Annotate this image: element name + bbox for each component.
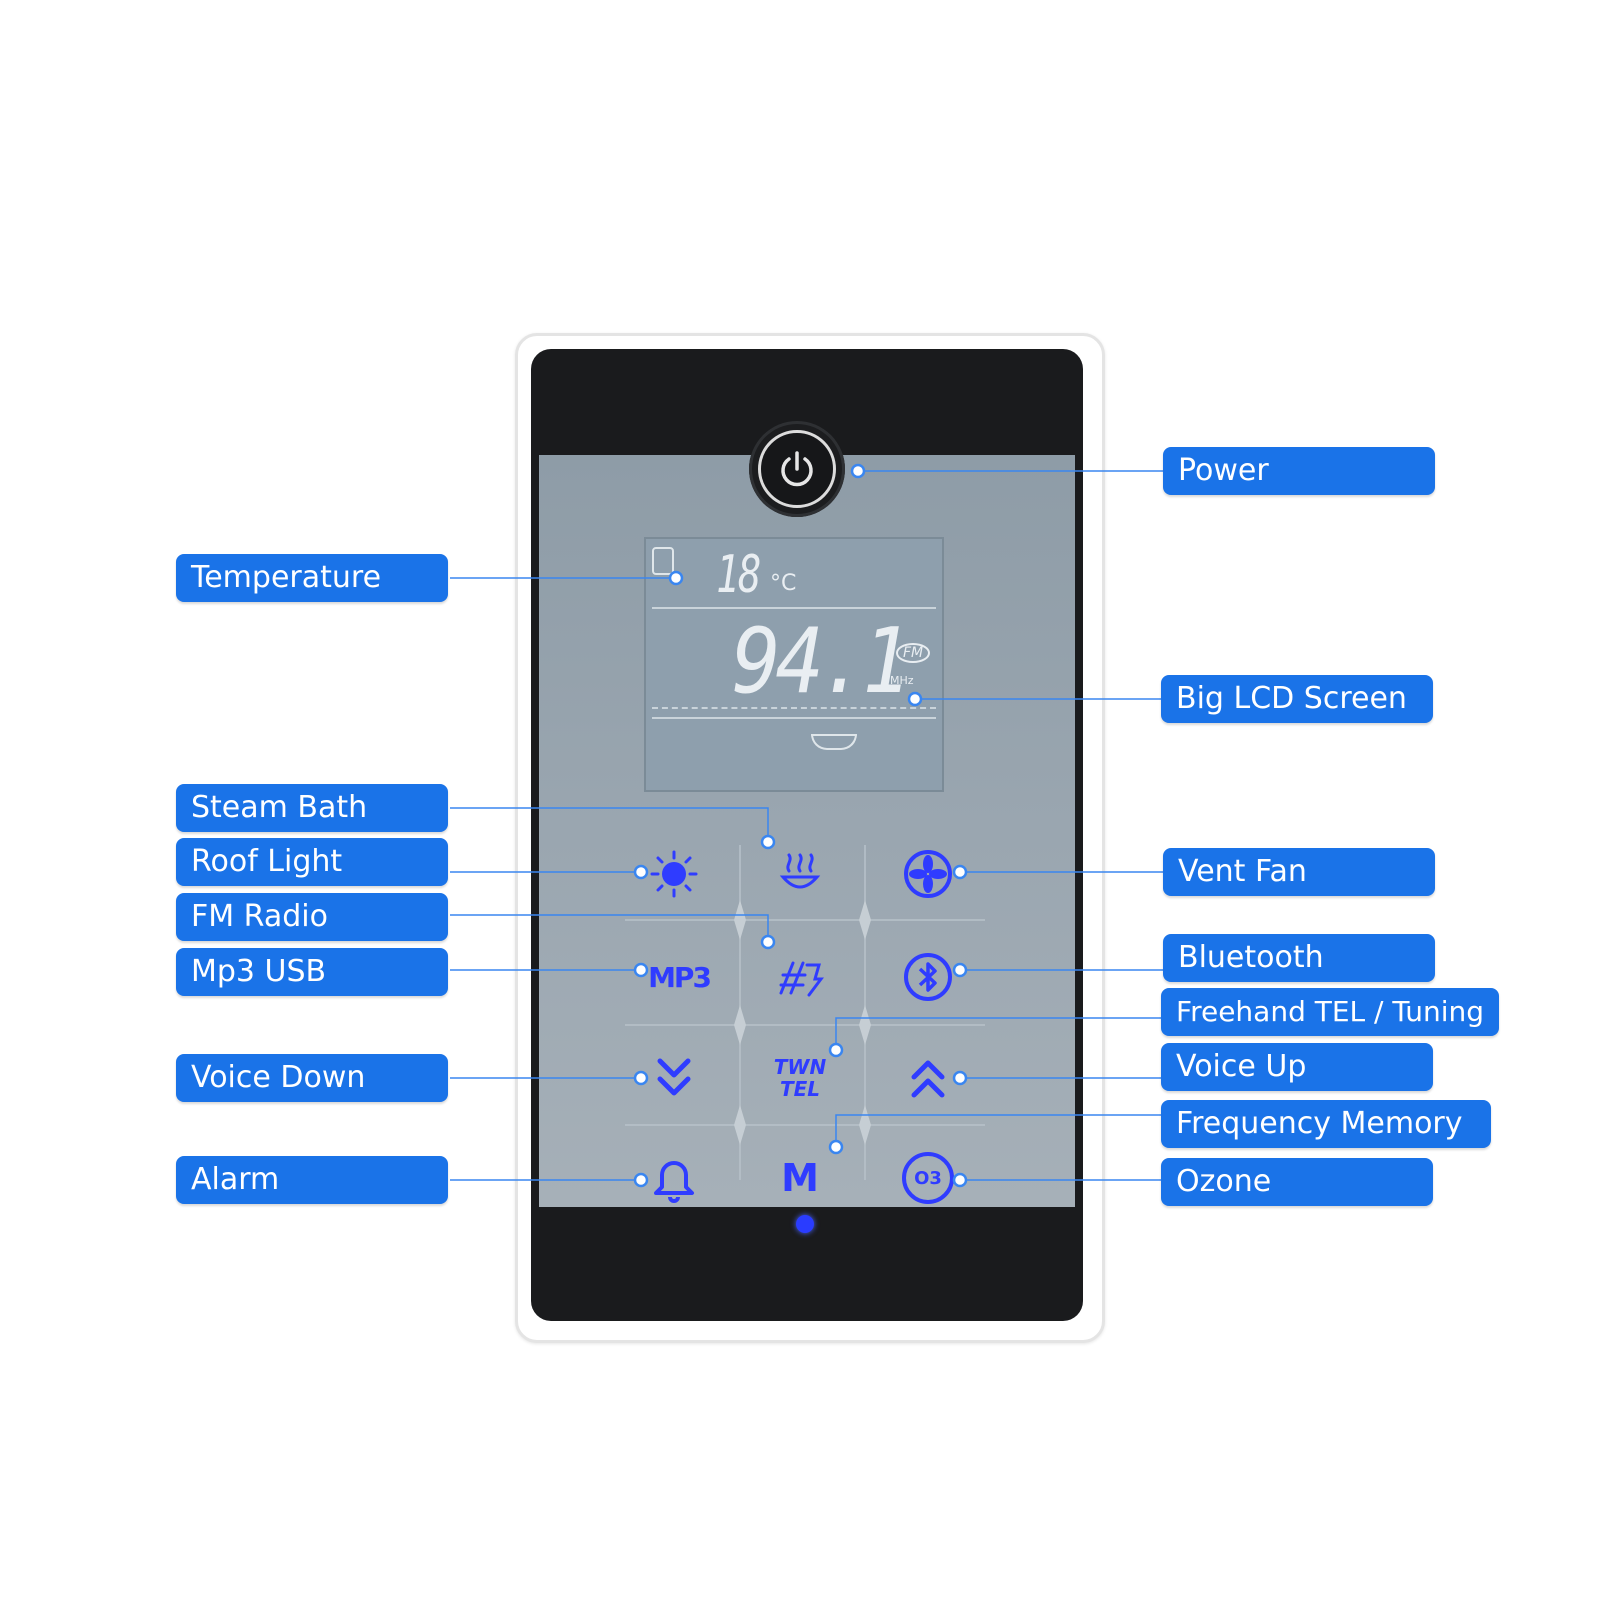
label-steam-bath: Steam Bath xyxy=(176,784,448,832)
lcd-screen: 18 °C 94.1 FM MHz xyxy=(644,537,944,792)
label-fm-radio: FM Radio xyxy=(176,893,448,941)
light-icon xyxy=(650,850,698,898)
status-led xyxy=(796,1215,814,1233)
roof-light-button[interactable] xyxy=(642,842,706,906)
chevron-up-icon xyxy=(911,1060,945,1098)
mp3-icon: MP3 xyxy=(648,960,712,994)
label-mp3-usb: Mp3 USB xyxy=(176,948,448,996)
steam-bath-button[interactable] xyxy=(768,842,832,906)
label-voice-down: Voice Down xyxy=(176,1054,448,1102)
frequency-memory-button[interactable]: M xyxy=(768,1146,832,1210)
label-ozone: Ozone xyxy=(1161,1158,1433,1206)
label-voice-up: Voice Up xyxy=(1161,1043,1433,1091)
speaker-indicator-icon xyxy=(811,734,857,750)
vent-fan-button[interactable] xyxy=(896,842,960,906)
steam-indicator-icon xyxy=(652,547,674,575)
lcd-level-bar xyxy=(652,707,936,709)
mp3-usb-button[interactable]: MP3 xyxy=(642,945,716,1009)
lcd-temperature-unit: °C xyxy=(770,571,797,596)
bluetooth-icon xyxy=(904,953,952,1001)
label-temperature: Temperature xyxy=(176,554,448,602)
label-frequency-memory: Frequency Memory xyxy=(1161,1100,1491,1148)
bell-icon xyxy=(654,1161,694,1203)
lcd-frequency-value: 94.1 xyxy=(732,609,911,714)
alarm-button[interactable] xyxy=(642,1146,706,1210)
lcd-divider xyxy=(652,607,936,609)
label-freehand-tel-tuning: Freehand TEL / Tuning xyxy=(1161,988,1499,1036)
steam-icon xyxy=(779,853,821,889)
tel-icon-bottom: TEL xyxy=(779,1077,821,1101)
radio-icon xyxy=(779,961,824,997)
chevron-down-icon xyxy=(657,1058,691,1096)
label-bluetooth: Bluetooth xyxy=(1163,934,1435,982)
power-icon xyxy=(781,451,813,487)
ozone-icon: O3 xyxy=(902,1152,954,1204)
bluetooth-button[interactable] xyxy=(896,945,960,1009)
memory-icon: M xyxy=(781,1156,819,1200)
label-alarm: Alarm xyxy=(176,1156,448,1204)
voice-up-button[interactable] xyxy=(896,1046,960,1110)
lcd-band-badge: FM xyxy=(896,643,931,663)
freehand-tel-tuning-button[interactable]: TWN TEL xyxy=(768,1046,832,1110)
label-power: Power xyxy=(1163,447,1435,495)
voice-down-button[interactable] xyxy=(642,1046,706,1110)
fan-icon xyxy=(904,850,952,898)
power-button[interactable] xyxy=(749,421,845,517)
label-roof-light: Roof Light xyxy=(176,838,448,886)
lcd-frequency-unit: MHz xyxy=(890,674,914,687)
lcd-temperature-value: 18 xyxy=(716,545,761,605)
label-big-lcd-screen: Big LCD Screen xyxy=(1161,675,1433,723)
ozone-button[interactable]: O3 xyxy=(896,1146,960,1210)
tel-icon-top: TWN xyxy=(773,1055,827,1079)
lcd-divider xyxy=(652,717,936,719)
label-vent-fan: Vent Fan xyxy=(1163,848,1435,896)
fm-radio-button[interactable] xyxy=(768,945,832,1009)
